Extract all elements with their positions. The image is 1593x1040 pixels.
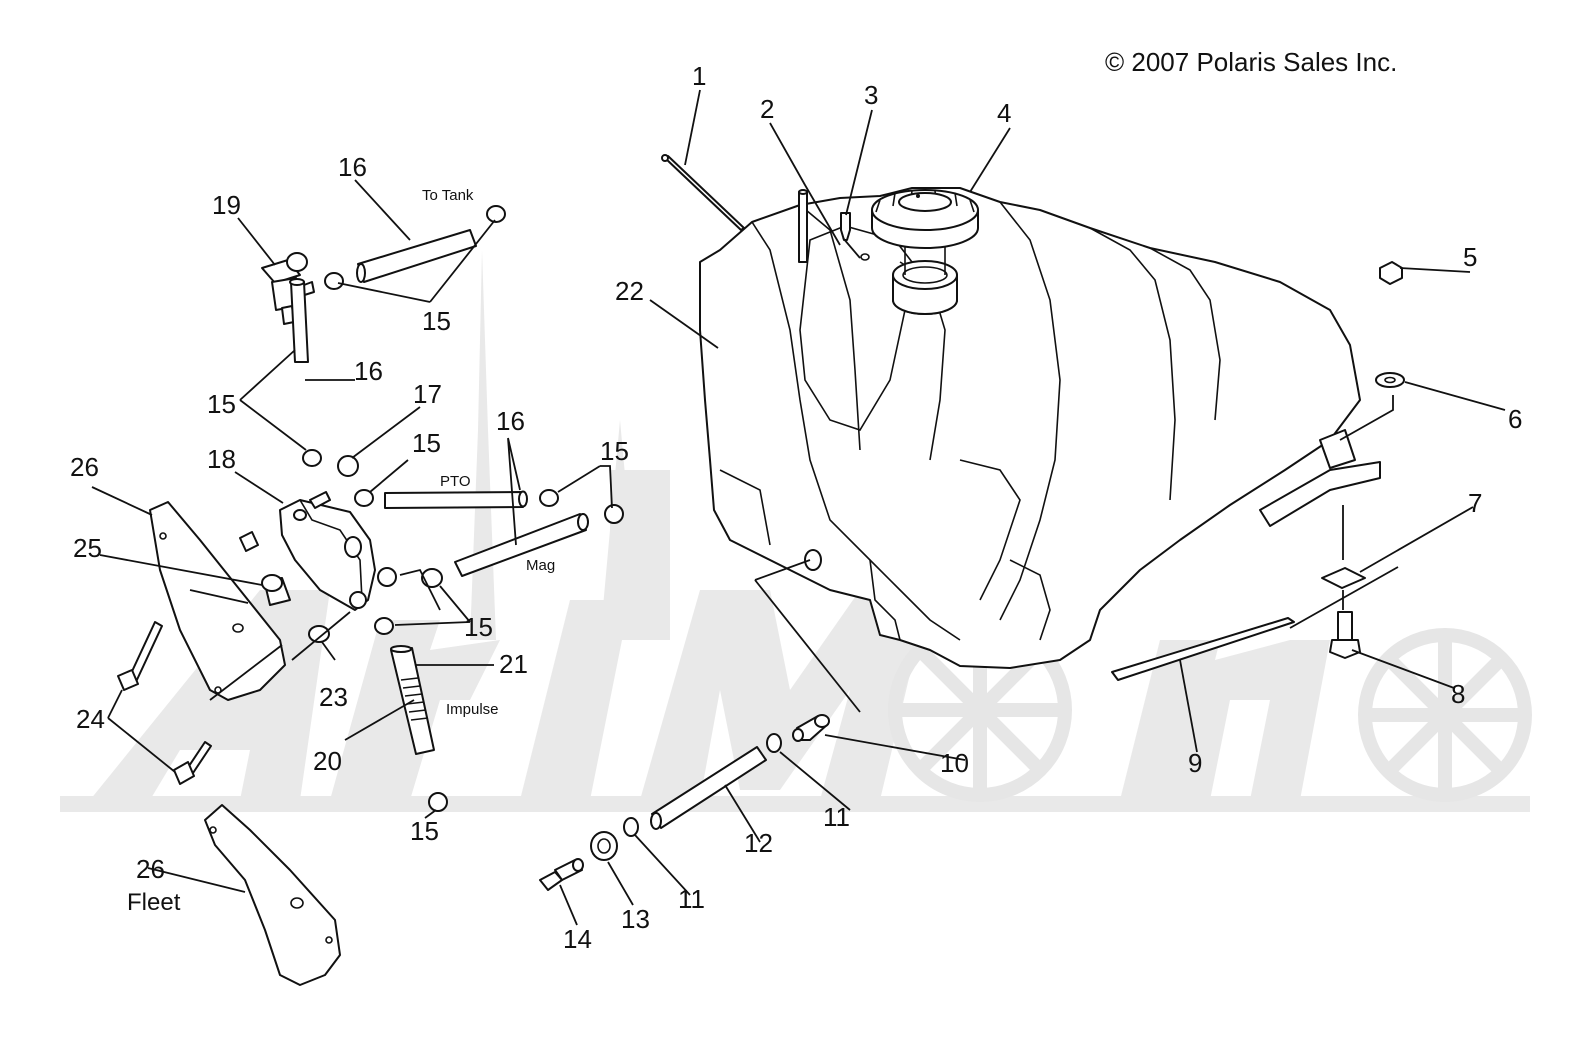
- callout-8: 8: [1451, 679, 1465, 709]
- label-pto: PTO: [440, 473, 471, 490]
- clamp: [623, 817, 639, 837]
- grommet: [590, 831, 618, 861]
- callouts: 1 2 3 4 5 6 7 8 9 10 11 11 12 13 14 15 1…: [70, 61, 1522, 954]
- washer: [1375, 372, 1405, 388]
- callout-26a: 26: [70, 452, 99, 482]
- callout-9: 9: [1188, 748, 1202, 778]
- bolt: [117, 621, 163, 691]
- bolt: [173, 741, 212, 785]
- callout-7: 7: [1468, 488, 1482, 518]
- hose-clamp: [377, 567, 397, 587]
- callout-20: 20: [313, 746, 342, 776]
- leader-lines: [91, 89, 1506, 926]
- hose-clamp: [374, 617, 394, 635]
- hose-mag: [454, 513, 589, 577]
- label-fleet: Fleet: [127, 889, 181, 916]
- bolt: [1329, 611, 1361, 659]
- callout-6: 6: [1508, 404, 1522, 434]
- label-impulse: Impulse: [446, 701, 499, 718]
- fuel-fitting: [792, 714, 830, 742]
- callout-15c: 15: [412, 428, 441, 458]
- fuel-tank: [699, 187, 1381, 669]
- hose-clamp: [354, 489, 374, 507]
- callout-15b: 15: [207, 389, 236, 419]
- callout-10: 10: [940, 748, 969, 778]
- callout-15d: 15: [600, 436, 629, 466]
- callout-13: 13: [621, 904, 650, 934]
- callout-22: 22: [615, 276, 644, 306]
- grommet: [337, 455, 359, 477]
- vent-tube: [798, 191, 808, 263]
- fuel-cap: [871, 189, 979, 249]
- callout-15a: 15: [422, 306, 451, 336]
- hose-clamp: [324, 272, 344, 290]
- callout-23: 23: [319, 682, 348, 712]
- callout-19: 19: [212, 190, 241, 220]
- tie-strap: [664, 155, 745, 231]
- callout-5: 5: [1463, 242, 1477, 272]
- hose-clamp: [604, 504, 624, 524]
- fitting: [539, 858, 584, 891]
- callout-25: 25: [73, 533, 102, 563]
- callout-26b: 26: [136, 854, 165, 884]
- callout-12: 12: [744, 828, 773, 858]
- callout-4: 4: [997, 98, 1011, 128]
- copyright-text: © 2007 Polaris Sales Inc.: [1105, 47, 1397, 77]
- hose-to-tank: [356, 229, 477, 283]
- callout-21: 21: [499, 649, 528, 679]
- hose: [289, 278, 309, 363]
- hose-clamp: [428, 792, 448, 812]
- callout-16a: 16: [338, 152, 367, 182]
- fleet-bracket: [204, 804, 341, 986]
- label-mag: Mag: [526, 557, 555, 574]
- grommet: [261, 574, 291, 606]
- callout-16b: 16: [354, 356, 383, 386]
- hose-clamp: [286, 252, 308, 272]
- clamp: [766, 733, 782, 753]
- callout-15e: 15: [464, 612, 493, 642]
- callout-18: 18: [207, 444, 236, 474]
- callout-11b: 11: [678, 884, 705, 914]
- hose-clamp: [486, 205, 506, 223]
- label-to-tank: To Tank: [422, 187, 474, 204]
- hose-clamp: [302, 449, 322, 467]
- callout-16c: 16: [496, 406, 525, 436]
- washer: [308, 625, 330, 643]
- callout-15f: 15: [410, 816, 439, 846]
- nut: [1379, 261, 1403, 285]
- vent-valve: [840, 212, 851, 241]
- callout-3: 3: [864, 80, 878, 110]
- callout-2: 2: [760, 94, 774, 124]
- callout-14: 14: [563, 924, 592, 954]
- foam-strip: [1111, 617, 1295, 681]
- callout-1: 1: [692, 61, 706, 91]
- callout-24: 24: [76, 704, 105, 734]
- callout-11a: 11: [823, 802, 850, 832]
- hose-clamp: [539, 489, 559, 507]
- callout-17: 17: [413, 379, 442, 409]
- hose-pto: [384, 490, 528, 509]
- fuel-pump: [279, 491, 376, 611]
- fuel-hose: [650, 746, 767, 830]
- mounting-bracket: [149, 501, 286, 701]
- pad: [1321, 567, 1366, 589]
